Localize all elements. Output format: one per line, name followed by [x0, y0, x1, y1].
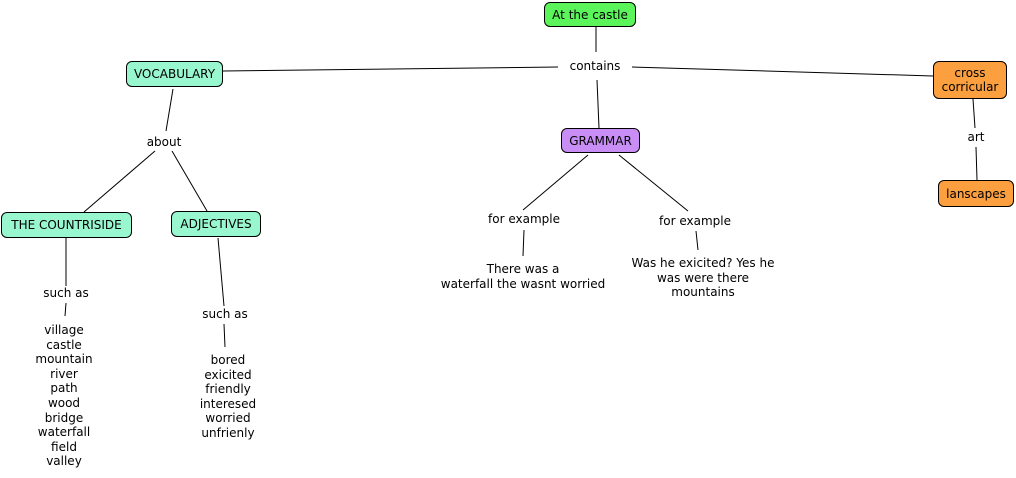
- edge-suchas-adjwords: [223, 323, 226, 348]
- node-vocabulary[interactable]: VOCABULARY: [126, 61, 223, 87]
- edge-suchas-words: [64, 302, 67, 317]
- link-art: art: [960, 130, 992, 145]
- edge-forexample-example-1: [522, 229, 525, 257]
- node-cross-corricular[interactable]: cross corricular: [933, 61, 1007, 99]
- list-countryside-words: village castle mountain river path wood …: [22, 323, 106, 469]
- edge-contains-cross: [631, 66, 934, 77]
- node-grammar[interactable]: GRAMMAR: [561, 128, 640, 153]
- node-cross-corricular-label: cross corricular: [941, 66, 999, 94]
- list-adjective-words: bored exicited friendly interesed worrie…: [186, 353, 270, 441]
- node-lanscapes[interactable]: lanscapes: [938, 180, 1014, 207]
- edge-cross-art: [972, 98, 976, 129]
- edge-about-countryside: [83, 150, 156, 213]
- node-at-the-castle-label: At the castle: [552, 7, 628, 22]
- link-about: about: [138, 135, 190, 150]
- node-vocabulary-label: VOCABULARY: [133, 67, 216, 81]
- edge-art-landscapes: [975, 146, 978, 181]
- link-for-example-1: for example: [480, 212, 568, 227]
- link-such-as-adjectives: such as: [195, 307, 255, 322]
- example-sentence-2: Was he exicited? Yes he was were there m…: [622, 256, 784, 300]
- node-at-the-castle[interactable]: At the castle: [544, 2, 636, 27]
- edge-grammar-forexample-2: [618, 154, 689, 212]
- edge-vocabulary-about: [165, 88, 174, 132]
- node-the-countriside-label: THE COUNTRISIDE: [11, 218, 122, 232]
- link-contains: contains: [560, 59, 630, 74]
- node-grammar-label: GRAMMAR: [569, 133, 632, 148]
- edge-about-adjectives: [171, 150, 208, 212]
- node-adjectives[interactable]: ADJECTIVES: [171, 211, 261, 237]
- node-the-countriside[interactable]: THE COUNTRISIDE: [1, 212, 132, 238]
- edge-forexample-example-2: [695, 230, 699, 251]
- edge-grammar-forexample-1: [522, 154, 589, 211]
- example-sentence-1: There was a waterfall the wasnt worried: [434, 262, 612, 292]
- node-adjectives-label: ADJECTIVES: [180, 217, 252, 231]
- edge-contains-grammar: [596, 79, 600, 129]
- link-for-example-2: for example: [651, 214, 739, 229]
- edge-adjectives-suchas: [217, 237, 225, 307]
- node-lanscapes-label: lanscapes: [946, 186, 1006, 201]
- link-such-as-countryside: such as: [36, 286, 96, 301]
- edge-contains-vocabulary: [222, 66, 559, 72]
